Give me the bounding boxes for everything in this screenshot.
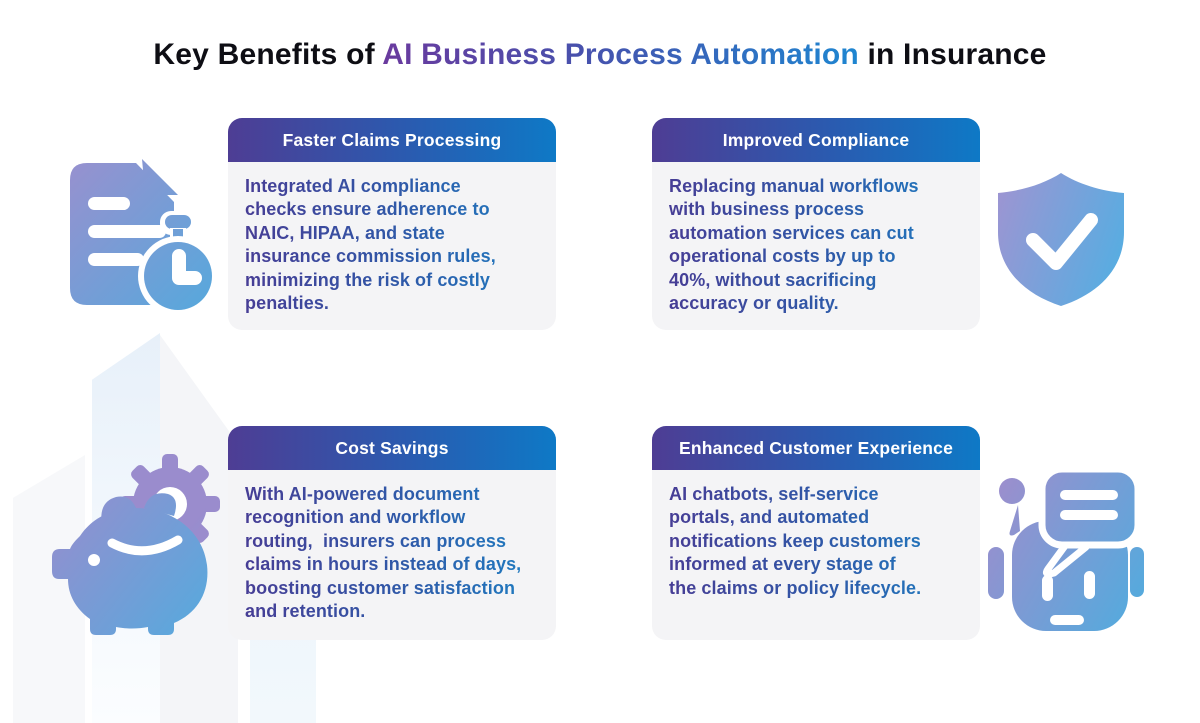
card-header: Improved Compliance	[652, 118, 980, 162]
shield-check-icon	[986, 170, 1136, 315]
card-body: Replacing manual workflows with business…	[652, 162, 980, 327]
card-body: With AI-powered document recognition and…	[228, 470, 556, 635]
benefit-card-faster-claims: Faster Claims Processing Integrated AI c…	[228, 118, 556, 330]
title-suffix: in Insurance	[858, 38, 1047, 71]
document-stopwatch-icon	[60, 150, 218, 325]
card-header: Faster Claims Processing	[228, 118, 556, 162]
title-prefix: Key Benefits of	[153, 38, 383, 71]
chatbot-icon	[986, 463, 1146, 643]
piggy-bank-gear-icon	[50, 436, 225, 641]
benefit-card-improved-compliance: Improved Compliance Replacing manual wor…	[652, 118, 980, 330]
benefit-card-cost-savings: Cost Savings With AI-powered document re…	[228, 426, 556, 640]
benefit-card-customer-experience: Enhanced Customer Experience AI chatbots…	[652, 426, 980, 640]
card-body: AI chatbots, self-service portals, and a…	[652, 470, 980, 612]
card-header: Enhanced Customer Experience	[652, 426, 980, 470]
title-highlight: AI Business Process Automation	[382, 38, 859, 71]
card-header: Cost Savings	[228, 426, 556, 470]
page-title: Key Benefits of AI Business Process Auto…	[0, 38, 1200, 72]
card-body: Integrated AI compliance checks ensure a…	[228, 162, 556, 327]
